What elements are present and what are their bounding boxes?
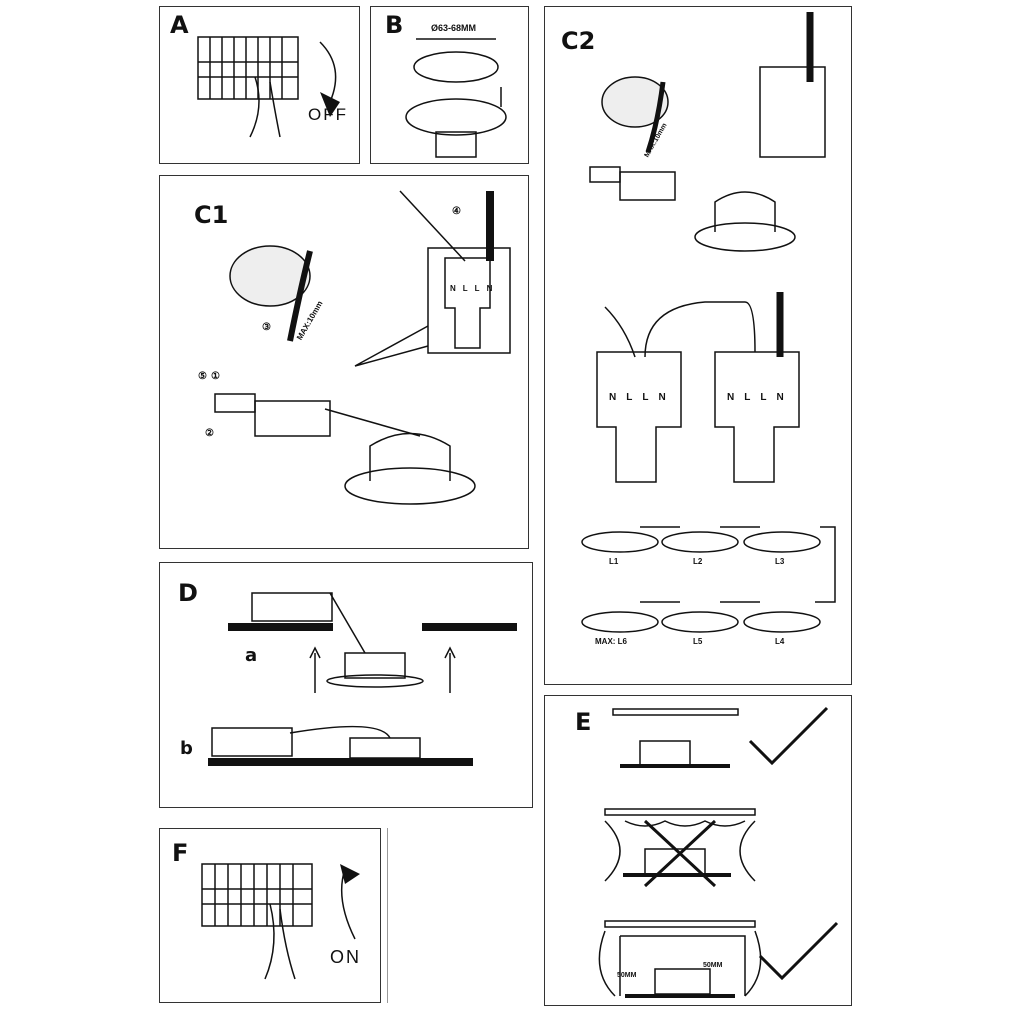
- panel-f: F ON: [159, 828, 381, 1003]
- cover-ring-illustration: [405, 38, 507, 158]
- panel-label: B: [385, 11, 404, 39]
- panel-b: B Ø63-68MM: [370, 6, 529, 164]
- terminal-l: L: [474, 284, 480, 293]
- breaker-switch-on-illustration: [201, 863, 360, 980]
- panel-label: E: [575, 708, 592, 736]
- terminal-l: L: [642, 392, 649, 403]
- terminal-n: N: [658, 392, 666, 403]
- off-label: OFF: [308, 105, 348, 124]
- step-1: ①: [210, 371, 220, 382]
- terminal-l: L: [626, 392, 633, 403]
- panel-label: D: [178, 579, 198, 607]
- step-4: ④: [452, 206, 461, 217]
- step-a-label: a: [245, 645, 258, 666]
- step-b-label: b: [180, 738, 193, 759]
- light-label-l6: MAX: L6: [595, 637, 627, 646]
- terminal-n: N: [727, 392, 735, 403]
- step-5: ⑤: [198, 371, 207, 382]
- terminal-l: L: [760, 392, 767, 403]
- terminal-l: L: [462, 284, 468, 293]
- panel-label: C1: [194, 201, 229, 229]
- light-label-l3: L3: [775, 557, 785, 566]
- clearance-label-left: 50MM: [617, 972, 637, 979]
- light-label-l1: L1: [609, 557, 619, 566]
- divider: [387, 828, 388, 1003]
- terminal-n: N: [609, 392, 617, 403]
- panel-d: D a b: [159, 562, 533, 808]
- panel-label: C2: [561, 27, 596, 55]
- ceiling-insertion-illustration: [208, 592, 517, 766]
- terminal-l: L: [744, 392, 751, 403]
- driver-connection-illustration: [214, 190, 511, 505]
- insulation-clearance-illustration: [598, 706, 839, 998]
- light-label-l5: L5: [693, 637, 703, 646]
- parallel-wiring-illustration: [581, 12, 836, 633]
- light-label-l2: L2: [693, 557, 703, 566]
- light-label-l4: L4: [775, 637, 785, 646]
- step-2: ②: [205, 428, 214, 439]
- panel-a: A OFF: [159, 6, 360, 164]
- clearance-label-right: 50MM: [703, 962, 723, 969]
- breaker-switch-off-illustration: [197, 36, 340, 138]
- dimension-label: Ø63-68MM: [431, 23, 477, 33]
- on-label: ON: [330, 947, 361, 967]
- panel-e: E 50MM 50MM: [544, 695, 852, 1006]
- panel-label: A: [170, 11, 189, 39]
- terminal-n: N: [450, 284, 456, 293]
- step-3: ③: [262, 322, 271, 333]
- terminal-n: N: [486, 284, 493, 293]
- panel-label: F: [172, 839, 189, 867]
- terminal-n: N: [776, 392, 784, 403]
